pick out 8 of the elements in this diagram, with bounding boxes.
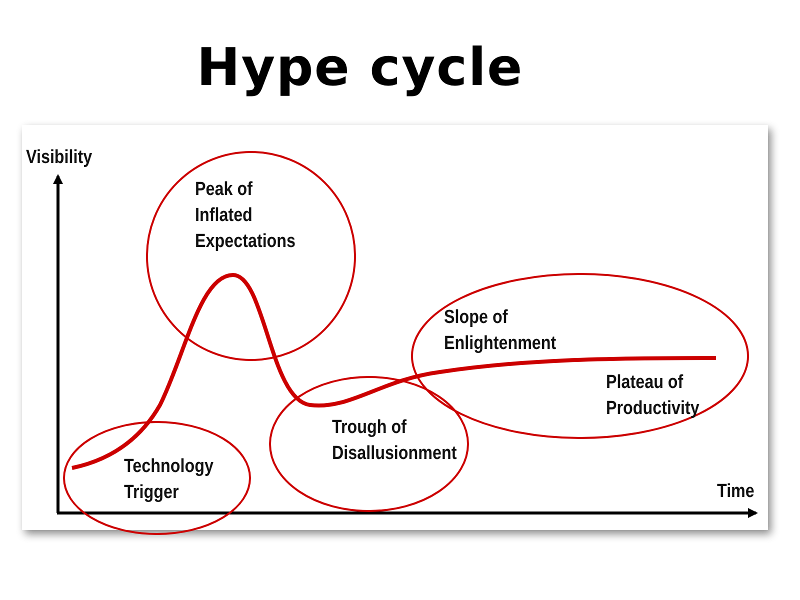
stage-label: Technology Trigger	[124, 455, 214, 505]
diagram-title: Hype cycle	[196, 38, 524, 98]
axis-label: Time	[717, 481, 754, 503]
stage-label: Slope of Enlightenment	[444, 306, 558, 356]
stage-label: Trough of Disallusionment	[332, 416, 458, 466]
stage-label: Peak of Inflated Expectations	[195, 178, 297, 254]
axis-label: Visibility	[26, 147, 92, 169]
stage-label: Plateau of Productivity	[606, 371, 700, 421]
